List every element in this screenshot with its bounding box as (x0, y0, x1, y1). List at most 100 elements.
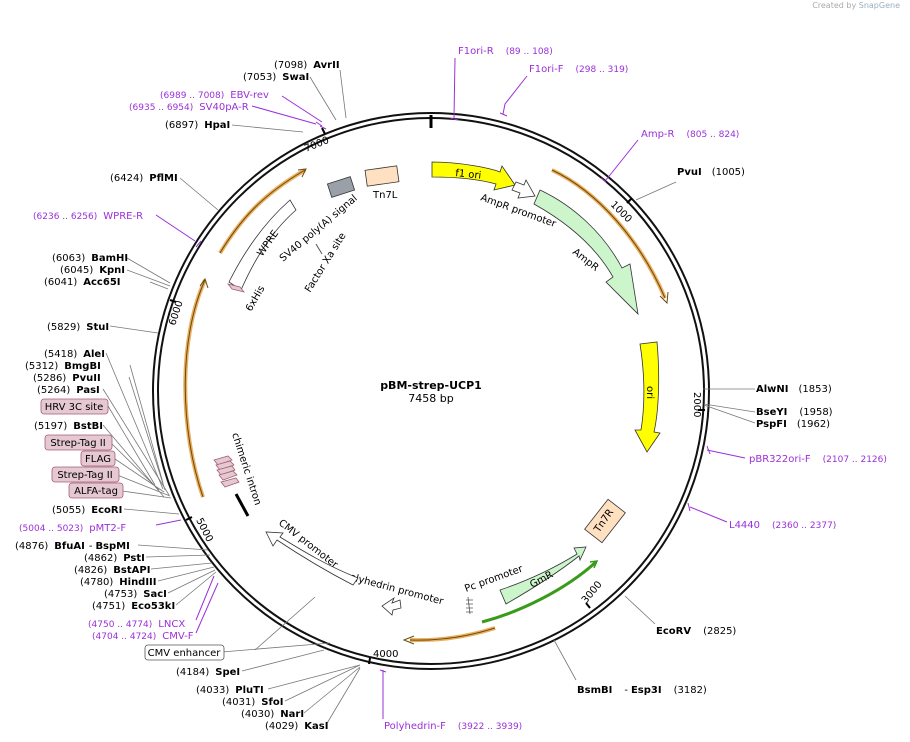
site-pvui: PvuI (677, 167, 702, 178)
primer-range-sv40pa-r: (6935 .. 6954) (129, 103, 193, 113)
svg-text:(6935 .. 6954)SV40pA-R: (6935 .. 6954) SV40pA-R (129, 102, 249, 113)
primer-amp-r: Amp-R (641, 129, 675, 140)
site-pos-pasi: (5264) (37, 385, 70, 396)
site-ecorv: EcoRV (656, 626, 691, 637)
site-pos-bstbi: (5197) (34, 421, 67, 432)
feature-ori (634, 341, 661, 453)
svg-text:(4862)PstI: (4862)PstI (84, 553, 145, 564)
feature-ampr (533, 189, 639, 316)
svg-text:PspFI(1962): PspFI(1962) (756, 419, 830, 430)
site-pos-alei: (5418) (44, 349, 77, 360)
svg-text:(7053)SwaI: (7053)SwaI (243, 72, 309, 83)
label-ori: ori (644, 386, 655, 399)
svg-text:PvuI(1005): PvuI(1005) (677, 167, 745, 178)
site-eco53ki: Eco53kI (131, 601, 175, 612)
site-bseyi: BseYI (756, 407, 787, 418)
primer-pmt2-f: pMT2-F (89, 523, 126, 534)
primer-ebv-rev: EBV-rev (230, 90, 269, 101)
site-pos-nari: (4030) (241, 709, 274, 720)
primer-range-f1ori-f: (298 .. 319) (575, 65, 628, 75)
site-stui: StuI (86, 322, 109, 333)
credit-prefix: Created by (812, 1, 857, 10)
site-pos-hindiii: (4780) (80, 577, 113, 588)
site-pos-pspfi: (1962) (797, 419, 830, 430)
site-pos-bstapi: (4826) (74, 565, 107, 576)
site-pos-bsmbi: (3182) (674, 685, 707, 696)
svg-text:(6236 .. 6256)WPRE-R: (6236 .. 6256) WPRE-R (33, 211, 143, 222)
svg-text:(4704 .. 4724)CMV-F: (4704 .. 4724)CMV-F (92, 631, 194, 642)
svg-text:(6041)Acc65I: (6041) Acc65I (44, 277, 121, 288)
svg-text:(6045)KpnI: (6045)KpnI (60, 265, 125, 276)
plasmid-length: 7458 bp (408, 392, 453, 405)
feature-tn7r (584, 498, 626, 544)
site-pos-bmgbi: (5312) (25, 361, 58, 372)
svg-text:BseYI(1958): BseYI (1958) (756, 407, 833, 418)
site-avrii: AvrII (313, 60, 339, 71)
primer-range-pmt2-f: (5004 .. 5023) (19, 524, 83, 534)
primer-range-l4440: (2360 .. 2377) (772, 521, 836, 531)
svg-text:AlwNI(1853): AlwNI(1853) (756, 384, 832, 395)
site-saci: SacI (143, 589, 167, 600)
site-pos-eco53ki: (4751) (92, 601, 125, 612)
site-bspmi: BspMI (95, 541, 129, 552)
svg-text:(6897)HpaI: (6897)HpaI (165, 120, 230, 131)
site-acc65i: Acc65I (83, 277, 120, 288)
site-pos-ecorv: (2825) (703, 626, 736, 637)
primer-range-ebv-rev: (6989 .. 7008) (160, 91, 224, 101)
site-pos-bseyi: (1958) (799, 407, 832, 418)
tag-strep-tag-ii-2: Strep-Tag II (57, 470, 112, 481)
site-pos-kasi: (4029) (265, 721, 298, 732)
site-hpai: HpaI (204, 120, 230, 131)
site-bsmbi: BsmBI (577, 685, 612, 696)
tag-boxes: HRV 3C site Strep-Tag II FLAG Strep-Tag … (40, 398, 225, 661)
site-pos-sfoi: (4031) (222, 697, 255, 708)
site-pos-avrii: (7098) (274, 60, 307, 71)
connector-lines (102, 69, 756, 726)
site-bfuai: BfuAI (54, 541, 85, 552)
svg-text:(4031)SfoI: (4031)SfoI (222, 697, 283, 708)
primer-range-wpre-r: (6236 .. 6256) (33, 212, 97, 222)
site-psti: PstI (123, 553, 145, 564)
tag-strep-tag-ii-1: Strep-Tag II (50, 438, 105, 449)
svg-text:(4030)NarI: (4030)NarI (241, 709, 304, 720)
svg-text:(5312)BmgBI: (5312) BmgBI (25, 361, 101, 372)
primer-range-polyhedrin-f: (3922 .. 3939) (458, 722, 522, 732)
svg-text:(4826)BstAPI: (4826)BstAPI (74, 565, 150, 576)
feature-gmr (499, 546, 587, 605)
site-pflmi: PflMI (149, 173, 177, 184)
primer-cmv-f: CMV-F (162, 631, 193, 642)
svg-text:pBR322ori-F(2107 .. 2126): pBR322ori-F(2107 .. 2126) (749, 454, 887, 465)
svg-text:Amp-R(805 .. 824): Amp-R (805 .. 824) (641, 129, 739, 140)
primer-sv40pa-r: SV40pA-R (199, 102, 248, 113)
feature-6xhis (226, 283, 246, 293)
site-bmgbi: BmgBI (64, 361, 101, 372)
primer-range-amp-r: (805 .. 824) (687, 130, 740, 140)
svg-text:(5264)PasI: (5264)PasI (37, 385, 100, 396)
tag-hrv-3c-site: HRV 3C site (45, 402, 104, 413)
site-alwni: AlwNI (756, 384, 789, 395)
site-pos-kpni: (6045) (60, 265, 93, 276)
primer-wpre-r: WPRE-R (103, 211, 143, 222)
feature-sv40-polya (326, 176, 356, 198)
label-tn7l: Tn7L (372, 190, 398, 201)
tick-3000: 3000 (580, 579, 605, 606)
svg-text:(5418)AleI: (5418)AleI (44, 349, 105, 360)
primer-range-pbr322ori-f: (2107 .. 2126) (823, 455, 887, 465)
svg-text:(6063)BamHI: (6063)BamHI (52, 253, 128, 264)
site-kasi: KasI (304, 721, 328, 732)
feature-chimeric-intron (234, 493, 250, 517)
orf-ampr (551, 168, 667, 299)
svg-text:(6424)PflMI: (6424)PflMI (110, 173, 178, 184)
site-bstbi: BstBI (73, 421, 103, 432)
site-pos-acc65i: (6041) (44, 277, 77, 288)
svg-text:EcoRV(2825): EcoRV (2825) (656, 626, 736, 637)
tick-2000: 2000 (691, 392, 702, 417)
svg-text:(4876)BfuAI-BspMI: (4876)BfuAI-BspMI (15, 541, 130, 552)
primer-f1ori-f: F1ori-F (529, 64, 564, 75)
tick-6000: 6000 (167, 299, 185, 327)
tick-4000: 4000 (373, 649, 398, 660)
feature-tn7l (364, 165, 400, 187)
svg-text:(4033)PluTI: (4033)PluTI (196, 685, 264, 696)
svg-text:(4753)SacI: (4753)SacI (104, 589, 167, 600)
